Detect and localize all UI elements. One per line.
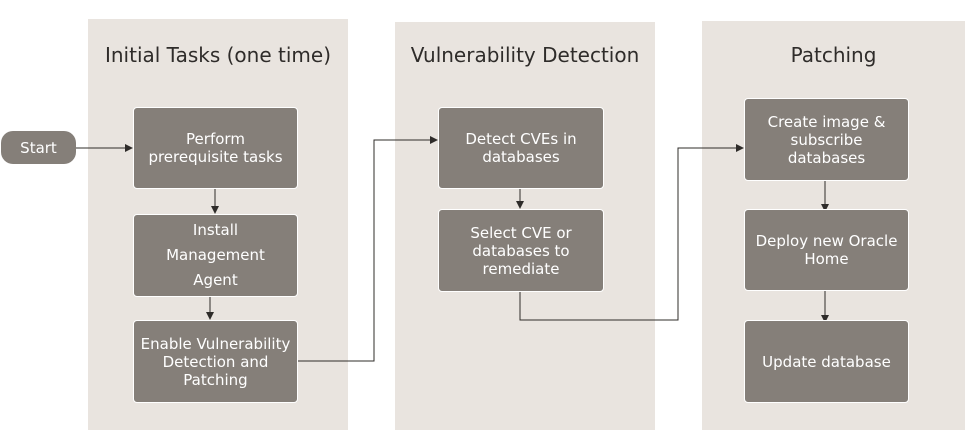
step-create-image: Create image & subscribe databases [744, 98, 909, 181]
start-node: Start [1, 131, 76, 164]
step-perform-prerequisite-tasks: Perform prerequisite tasks [133, 107, 298, 189]
connector-enable-to-detect [297, 136, 438, 362]
step-select-cve-or-databases: Select CVE or databases to remediate [438, 209, 604, 292]
step-detect-cves: Detect CVEs in databases [438, 107, 604, 189]
connector-select-to-create [519, 144, 744, 321]
step-install-management-agent: Install Management Agent [133, 214, 298, 297]
panel-title-vulnerability-detection: Vulnerability Detection [410, 43, 640, 67]
step-update-database: Update database [744, 320, 909, 403]
install-line-1: Install [192, 221, 239, 239]
panel-title-initial-tasks: Initial Tasks (one time) [104, 43, 331, 67]
panel-title-patching: Patching [790, 43, 877, 67]
install-line-2: Management [166, 246, 265, 264]
step-enable-vulnerability-detection: Enable Vulnerability Detection and Patch… [133, 320, 298, 403]
step-deploy-oracle-home: Deploy new Oracle Home [744, 209, 909, 291]
install-line-3: Agent [193, 271, 238, 289]
